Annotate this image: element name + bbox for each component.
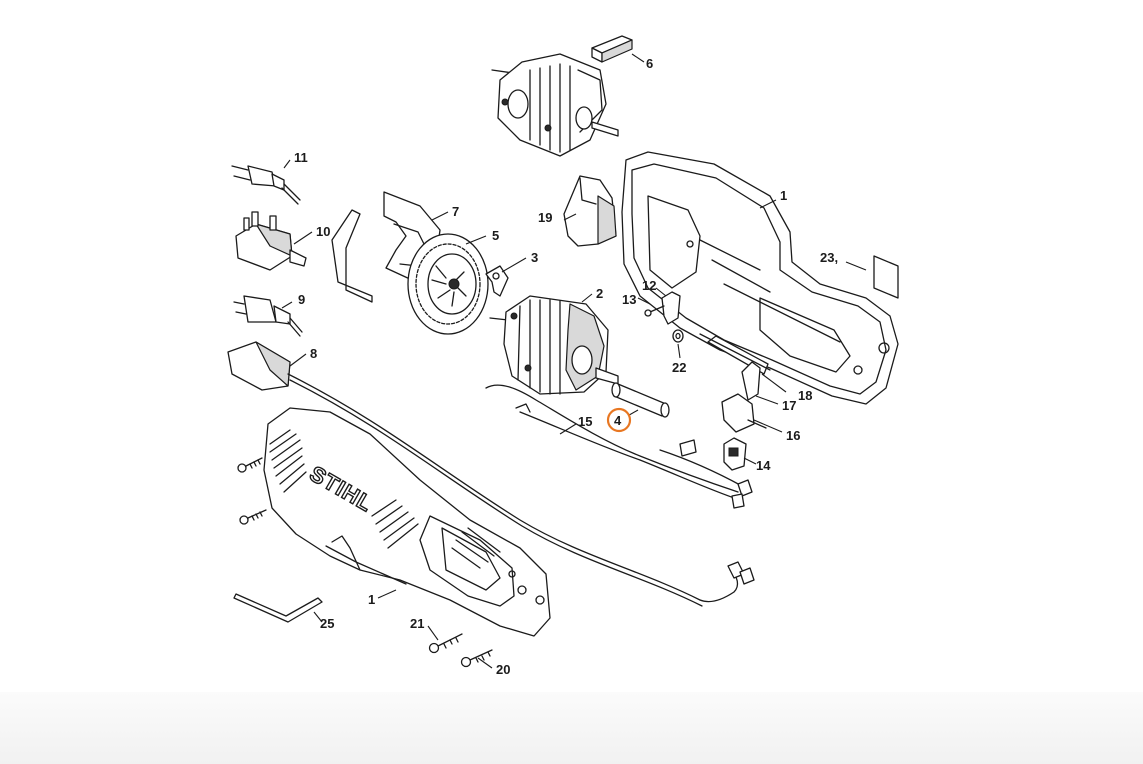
part-12-clamp[interactable] (661, 291, 681, 325)
part-1-housing-left[interactable]: STIHL (263, 407, 551, 637)
label-part-1-left[interactable]: 1 (368, 592, 375, 607)
label-part-11[interactable]: 11 (294, 150, 308, 165)
part-19-cover[interactable] (563, 175, 617, 247)
vent-grille-right (451, 527, 501, 569)
label-part-1-right[interactable]: 1 (780, 188, 787, 203)
part-8-power-cord[interactable] (227, 341, 703, 607)
label-part-7[interactable]: 7 (452, 204, 459, 219)
label-part-25[interactable]: 25 (320, 616, 334, 631)
label-part-23[interactable]: 23, (820, 250, 838, 265)
label-part-12[interactable]: 12 (642, 278, 656, 293)
label-part-8[interactable]: 8 (310, 346, 317, 361)
label-part-5[interactable]: 5 (492, 228, 499, 243)
part-9-schuko-plug[interactable] (233, 295, 303, 337)
part-5-fan[interactable] (407, 233, 489, 335)
cable-terminals (699, 561, 755, 603)
part-4-sleeve[interactable] (611, 382, 670, 418)
label-part-10[interactable]: 10 (316, 224, 330, 239)
vent-grille-left (269, 429, 307, 493)
label-part-19[interactable]: 19 (538, 210, 552, 225)
label-part-22[interactable]: 22 (672, 360, 686, 375)
part-22-washer[interactable] (672, 329, 684, 343)
label-part-20[interactable]: 20 (496, 662, 510, 677)
label-part-13[interactable]: 13 (622, 292, 636, 307)
part-17-spring[interactable] (741, 361, 761, 401)
label-part-3[interactable]: 3 (531, 250, 538, 265)
motor-assembly-top[interactable] (491, 53, 619, 157)
label-part-2[interactable]: 2 (596, 286, 603, 301)
label-part-16[interactable]: 16 (786, 428, 800, 443)
label-part-14[interactable]: 14 (756, 458, 771, 473)
part-11-euro-plug[interactable] (231, 165, 301, 205)
part-20-screw[interactable] (460, 649, 493, 668)
label-part-18[interactable]: 18 (798, 388, 812, 403)
part-15-wiring[interactable] (485, 384, 753, 509)
part-1-housing-right[interactable] (621, 151, 899, 405)
part-10-uk-plug[interactable] (235, 211, 307, 271)
part-25-hex-key[interactable] (233, 593, 323, 623)
part-3-bracket[interactable] (485, 265, 509, 297)
part-16-switch[interactable] (721, 393, 767, 433)
part-23-label[interactable] (873, 255, 899, 299)
part-6-carbon-brush[interactable] (591, 35, 633, 63)
part-21-screw[interactable] (428, 633, 463, 654)
label-part-17[interactable]: 17 (782, 398, 796, 413)
part-labels: 6 11 10 9 8 7 5 3 2 19 1 23, 12 13 22 18… (294, 56, 838, 677)
vent-grille-middle (371, 499, 419, 549)
highlight-ring-part-4 (606, 407, 632, 433)
part-2-motor[interactable] (489, 295, 619, 395)
part-14-rocker-switch[interactable] (723, 437, 747, 471)
screw-upper-left[interactable] (237, 457, 263, 473)
part-13-screw[interactable] (644, 305, 665, 317)
label-part-9[interactable]: 9 (298, 292, 305, 307)
footer-band (0, 692, 1143, 764)
label-part-4[interactable]: 4 (614, 413, 622, 428)
label-part-15[interactable]: 15 (578, 414, 592, 429)
screw-middle-left[interactable] (239, 509, 267, 525)
label-part-21[interactable]: 21 (410, 616, 424, 631)
label-part-6[interactable]: 6 (646, 56, 653, 71)
